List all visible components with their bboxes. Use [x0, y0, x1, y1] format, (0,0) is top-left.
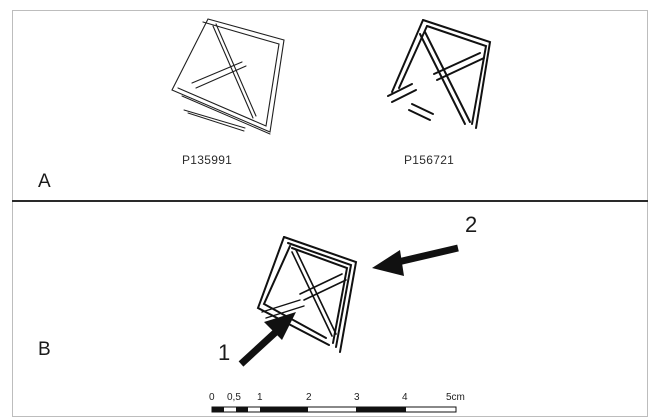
arrow-1 [238, 312, 296, 367]
callout-1: 1 [218, 340, 231, 365]
panel-b-frame [12, 202, 648, 417]
scale-bar [211, 406, 457, 413]
scale-label-0-5: 0,5 [227, 392, 241, 403]
scale-label-2: 2 [306, 392, 312, 403]
scale-label-1: 1 [257, 392, 263, 403]
arrow-2 [372, 244, 459, 276]
panel-a-letter: A [38, 171, 51, 192]
callout-2: 2 [465, 212, 478, 237]
specimen-id-p135991: P135991 [182, 153, 233, 167]
scale-label-3: 3 [354, 392, 360, 403]
panel-divider [12, 200, 648, 202]
specimen-drawing-p156721 [387, 19, 492, 129]
specimen-drawing-p135991 [171, 18, 285, 135]
scale-label-4: 4 [402, 392, 408, 403]
specimen-id-p156721: P156721 [404, 153, 455, 167]
panel-a-frame [12, 10, 648, 201]
overlay-drawing [256, 236, 358, 353]
scale-label-5cm: 5cm [446, 392, 465, 403]
panel-b-letter: B [38, 339, 51, 360]
scale-label-0: 0 [209, 392, 215, 403]
